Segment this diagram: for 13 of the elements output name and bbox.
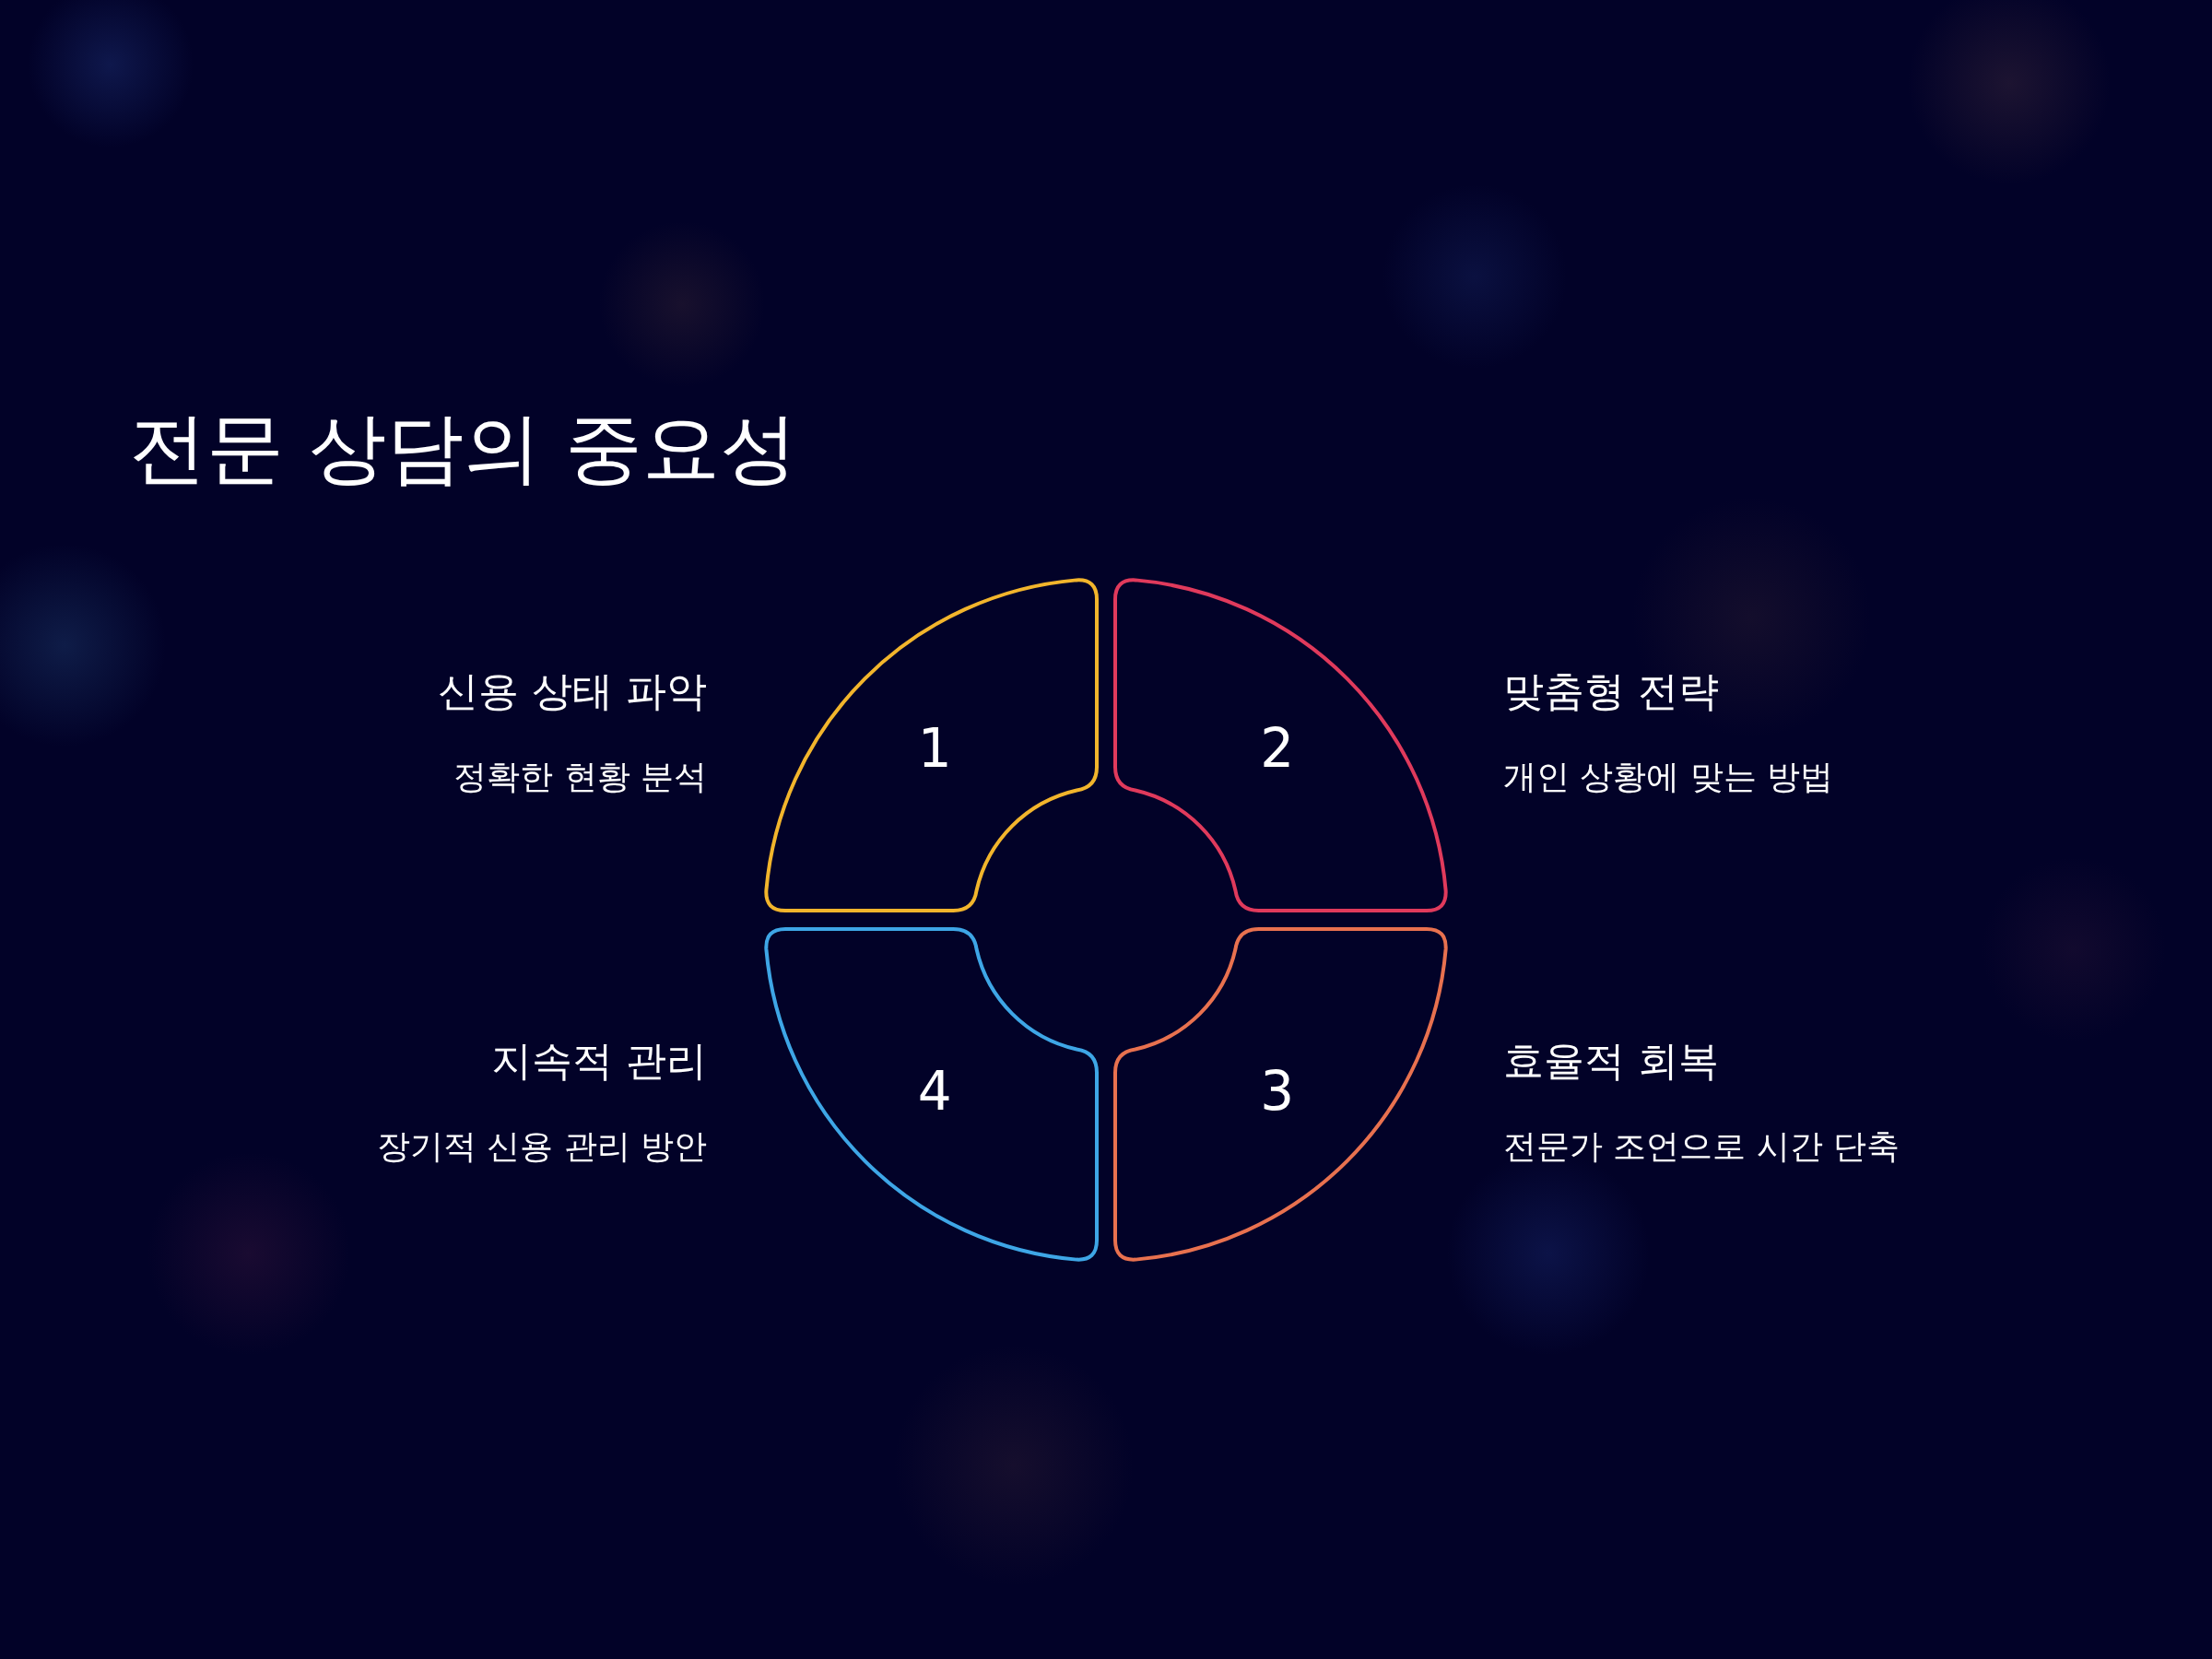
step-number: 2 — [1260, 717, 1295, 781]
step-number: 1 — [917, 717, 952, 781]
step-number: 4 — [917, 1059, 952, 1123]
step-description: 개인 상황에 맞는 방법 — [1503, 757, 1834, 797]
step-heading: 신용 상태 파악 — [438, 666, 707, 716]
step-heading: 효율적 회복 — [1503, 1036, 1719, 1086]
title: 전문 상담의 중요성 — [129, 402, 798, 495]
step-number: 3 — [1260, 1059, 1295, 1123]
step-description: 정확한 현황 분석 — [453, 757, 707, 797]
step-heading: 맞춤형 전략 — [1503, 666, 1719, 716]
step-heading: 지속적 관리 — [491, 1036, 707, 1086]
step-description: 전문가 조언으로 시간 단축 — [1503, 1126, 1900, 1167]
step-description: 장기적 신용 관리 방안 — [376, 1126, 707, 1167]
